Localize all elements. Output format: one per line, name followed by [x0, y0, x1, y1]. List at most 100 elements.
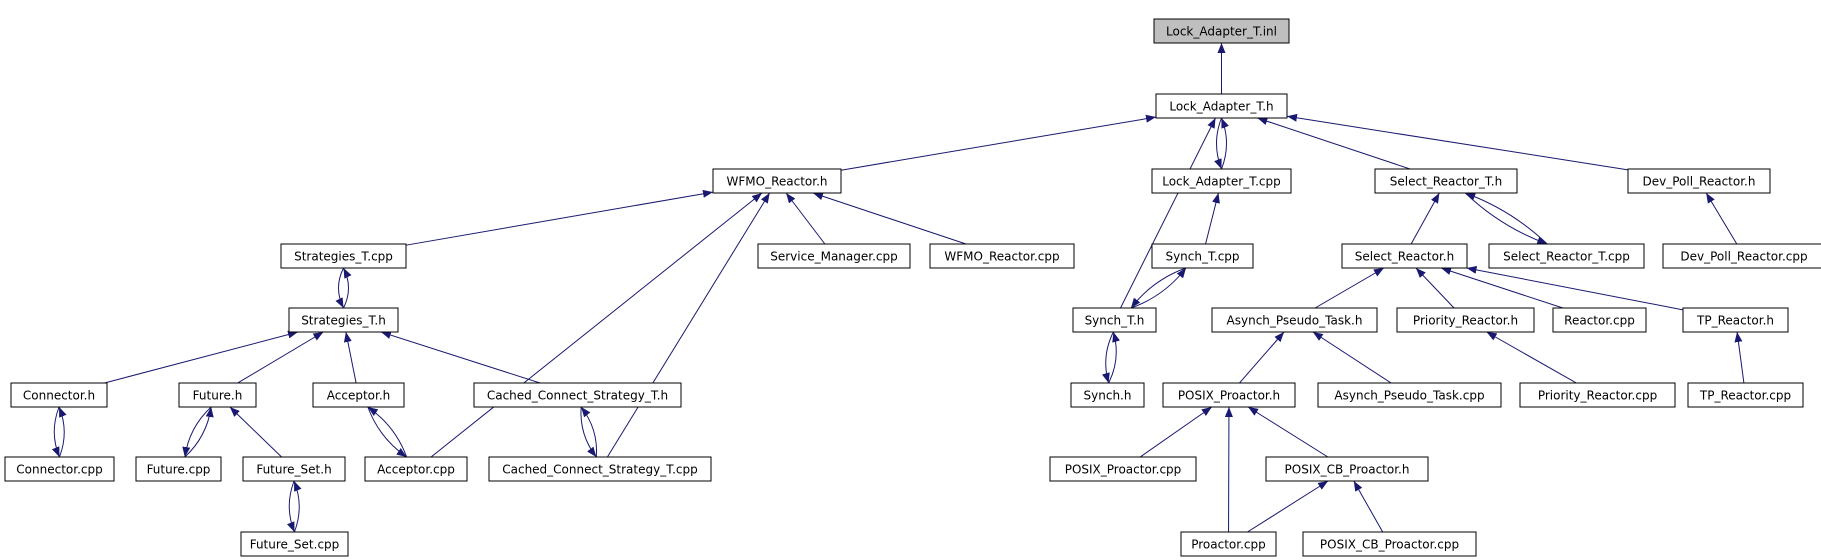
edge-acceptor_cpp-to-wfmo_reactor_h	[430, 192, 763, 458]
edge-posix_cb_proactor_h-to-posix_proactor_h	[1247, 406, 1329, 458]
edge-synch_t_h-to-synch_h	[1102, 331, 1114, 384]
node-select_reactor_h[interactable]: Select_Reactor.h	[1341, 243, 1468, 269]
node-synch_h[interactable]: Synch.h	[1070, 382, 1145, 408]
node-box	[1317, 382, 1502, 408]
node-box	[1396, 307, 1535, 333]
node-layer: Lock_Adapter_T.inlLock_Adapter_T.hWFMO_R…	[4, 18, 1821, 557]
node-label: Future.h	[193, 389, 243, 403]
node-synch_t_cpp[interactable]: Synch_T.cpp	[1151, 243, 1254, 269]
node-connector_cpp[interactable]: Connector.cpp	[4, 456, 115, 482]
edge-tp_reactor_cpp-to-tp_reactor_h	[1734, 331, 1745, 384]
node-wfmo_reactor_h[interactable]: WFMO_Reactor.h	[712, 168, 842, 194]
edge-priority_reactor_h-to-select_reactor_h	[1415, 267, 1455, 309]
node-asynch_pseudo_task_h[interactable]: Asynch_Pseudo_Task.h	[1211, 307, 1378, 333]
node-strategies_t_h[interactable]: Strategies_T.h	[288, 307, 399, 333]
node-box	[178, 382, 257, 408]
edge-future_cpp-to-future_h	[184, 406, 214, 458]
node-label: Connector.h	[23, 389, 95, 403]
node-label: Select_Reactor_T.h	[1390, 175, 1502, 189]
node-label: Select_Reactor.h	[1355, 250, 1454, 264]
node-label: Dev_Poll_Reactor.cpp	[1680, 250, 1807, 264]
edge-select_reactor_t_cpp-to-select_reactor_t_h	[1465, 192, 1548, 245]
edge-dev_poll_reactor_h-to-lock_adapter_t_h	[1286, 113, 1629, 171]
edge-proactor_cpp-to-posix_cb_proactor_h	[1247, 480, 1329, 533]
edge-future_set_cpp-to-future_set_h	[293, 480, 302, 533]
edge-synch_t_cpp-to-lock_adapter_t_cpp	[1205, 192, 1220, 245]
node-priority_reactor_cpp[interactable]: Priority_Reactor.cpp	[1519, 382, 1676, 408]
node-box	[1627, 168, 1771, 194]
node-label: Dev_Poll_Reactor.h	[1643, 175, 1756, 189]
node-box	[488, 456, 712, 482]
node-label: TP_Reactor.cpp	[1699, 389, 1791, 403]
node-strategies_t_cpp[interactable]: Strategies_T.cpp	[280, 243, 407, 269]
node-reactor_cpp[interactable]: Reactor.cpp	[1552, 307, 1647, 333]
node-future_h[interactable]: Future.h	[178, 382, 257, 408]
node-box	[288, 307, 399, 333]
node-box	[473, 382, 682, 408]
node-connector_h[interactable]: Connector.h	[10, 382, 108, 408]
node-tp_reactor_h[interactable]: TP_Reactor.h	[1682, 307, 1789, 333]
node-future_set_h[interactable]: Future_Set.h	[242, 456, 346, 482]
node-box	[1072, 307, 1157, 333]
node-box	[1162, 382, 1296, 408]
node-box	[1153, 18, 1290, 44]
node-acceptor_cpp[interactable]: Acceptor.cpp	[364, 456, 468, 482]
node-label: Reactor.cpp	[1564, 314, 1635, 328]
node-select_reactor_t_cpp[interactable]: Select_Reactor_T.cpp	[1488, 243, 1645, 269]
edge-cached_connect_strategy_t_cpp-to-wfmo_reactor_h	[606, 192, 771, 458]
edge-strategies_t_cpp-to-strategies_t_h	[335, 267, 344, 309]
node-box	[1662, 243, 1821, 269]
edge-future_set_h-to-future_h	[229, 406, 282, 458]
node-dev_poll_reactor_cpp[interactable]: Dev_Poll_Reactor.cpp	[1662, 243, 1821, 269]
node-priority_reactor_h[interactable]: Priority_Reactor.h	[1396, 307, 1535, 333]
node-label: Synch_T.cpp	[1165, 250, 1239, 264]
node-box	[364, 456, 468, 482]
node-tp_reactor_cpp[interactable]: TP_Reactor.cpp	[1687, 382, 1804, 408]
node-lock_adapter_t_cpp[interactable]: Lock_Adapter_T.cpp	[1151, 168, 1292, 194]
node-box	[1682, 307, 1789, 333]
node-label: POSIX_Proactor.h	[1178, 389, 1280, 403]
node-box	[240, 531, 349, 557]
node-posix_cb_proactor_cpp[interactable]: POSIX_CB_Proactor.cpp	[1302, 531, 1477, 557]
edge-asynch_pseudo_task_h-to-select_reactor_h	[1314, 267, 1385, 309]
node-acceptor_h[interactable]: Acceptor.h	[312, 382, 405, 408]
node-label: Lock_Adapter_T.inl	[1166, 25, 1277, 39]
node-wfmo_reactor_cpp[interactable]: WFMO_Reactor.cpp	[929, 243, 1075, 269]
node-label: Future.cpp	[147, 463, 211, 477]
node-posix_proactor_cpp[interactable]: POSIX_Proactor.cpp	[1049, 456, 1197, 482]
node-proactor_cpp[interactable]: Proactor.cpp	[1180, 531, 1277, 557]
node-cached_connect_strategy_t_cpp[interactable]: Cached_Connect_Strategy_T.cpp	[488, 456, 712, 482]
edge-synch_h-to-synch_t_h	[1108, 331, 1120, 384]
edge-dev_poll_reactor_cpp-to-dev_poll_reactor_h	[1705, 192, 1738, 245]
node-synch_t_h[interactable]: Synch_T.h	[1072, 307, 1157, 333]
node-label: POSIX_Proactor.cpp	[1065, 463, 1182, 477]
node-asynch_pseudo_task_cpp[interactable]: Asynch_Pseudo_Task.cpp	[1317, 382, 1502, 408]
node-dev_poll_reactor_h[interactable]: Dev_Poll_Reactor.h	[1627, 168, 1771, 194]
edge-priority_reactor_cpp-to-priority_reactor_h	[1486, 331, 1577, 384]
edge-lock_adapter_t_cpp-to-lock_adapter_t_h	[1221, 117, 1229, 170]
node-cached_connect_strategy_t_h[interactable]: Cached_Connect_Strategy_T.h	[473, 382, 682, 408]
edge-lock_adapter_t_h-to-lock_adapter_t_cpp	[1214, 117, 1222, 170]
edge-acceptor_h-to-acceptor_cpp	[367, 406, 407, 458]
node-lock_adapter_t_inl[interactable]: Lock_Adapter_T.inl	[1153, 18, 1290, 44]
edge-future_h-to-strategies_t_h	[237, 331, 324, 384]
node-future_cpp[interactable]: Future.cpp	[135, 456, 222, 482]
node-box	[1687, 382, 1804, 408]
node-lock_adapter_t_h[interactable]: Lock_Adapter_T.h	[1155, 93, 1288, 119]
edge-select_reactor_h-to-select_reactor_t_h	[1410, 192, 1440, 245]
node-future_set_cpp[interactable]: Future_Set.cpp	[240, 531, 349, 557]
node-posix_proactor_h[interactable]: POSIX_Proactor.h	[1162, 382, 1296, 408]
node-box	[1265, 456, 1429, 482]
edge-synch_t_cpp-to-synch_t_h	[1130, 267, 1187, 309]
edge-layer	[51, 43, 1745, 533]
node-posix_cb_proactor_h[interactable]: POSIX_CB_Proactor.h	[1265, 456, 1429, 482]
edge-wfmo_reactor_h-to-lock_adapter_t_h	[840, 114, 1157, 171]
node-service_manager_cpp[interactable]: Service_Manager.cpp	[757, 243, 911, 269]
node-select_reactor_t_h[interactable]: Select_Reactor_T.h	[1374, 168, 1518, 194]
node-label: Synch.h	[1084, 389, 1132, 403]
node-box	[4, 456, 115, 482]
node-box	[10, 382, 108, 408]
edge-tp_reactor_h-to-select_reactor_h	[1466, 265, 1684, 311]
node-label: Priority_Reactor.h	[1413, 314, 1518, 328]
node-label: Future_Set.h	[256, 463, 331, 477]
